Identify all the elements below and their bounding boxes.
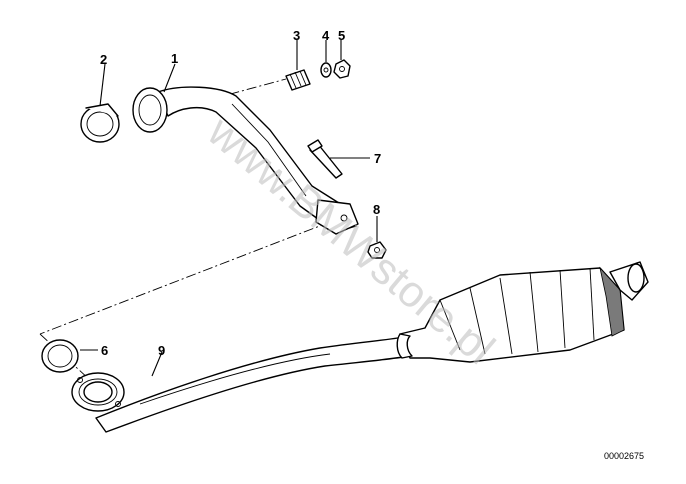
callout-8: 8 (373, 202, 380, 217)
callout-3: 3 (293, 28, 300, 43)
document-number: 00002675 (604, 451, 644, 461)
callout-labels: 2 1 3 4 5 7 8 6 9 (100, 28, 381, 358)
part-9-rear-pipe (71, 335, 411, 433)
assembly-axis-lines (39, 78, 331, 381)
part-5-nut (333, 59, 351, 79)
callout-6: 6 (101, 343, 108, 358)
part-4-washer (320, 62, 332, 78)
watermark: www.BMWstore.pl (198, 106, 504, 374)
callout-1: 1 (171, 51, 178, 66)
callout-4: 4 (322, 28, 330, 43)
catalytic-converter (396, 261, 649, 363)
callout-2: 2 (100, 52, 107, 67)
part-7-bolt (307, 139, 343, 179)
part-8-nut (367, 241, 387, 259)
callout-9: 9 (158, 343, 165, 358)
part-3-spring (285, 69, 311, 91)
leader-lines (80, 40, 378, 377)
callout-5: 5 (338, 28, 345, 43)
part-6-ring (41, 339, 79, 373)
part-2-gasket-ring (80, 103, 120, 143)
callout-7: 7 (374, 151, 381, 166)
part-1-front-pipe (132, 86, 359, 235)
